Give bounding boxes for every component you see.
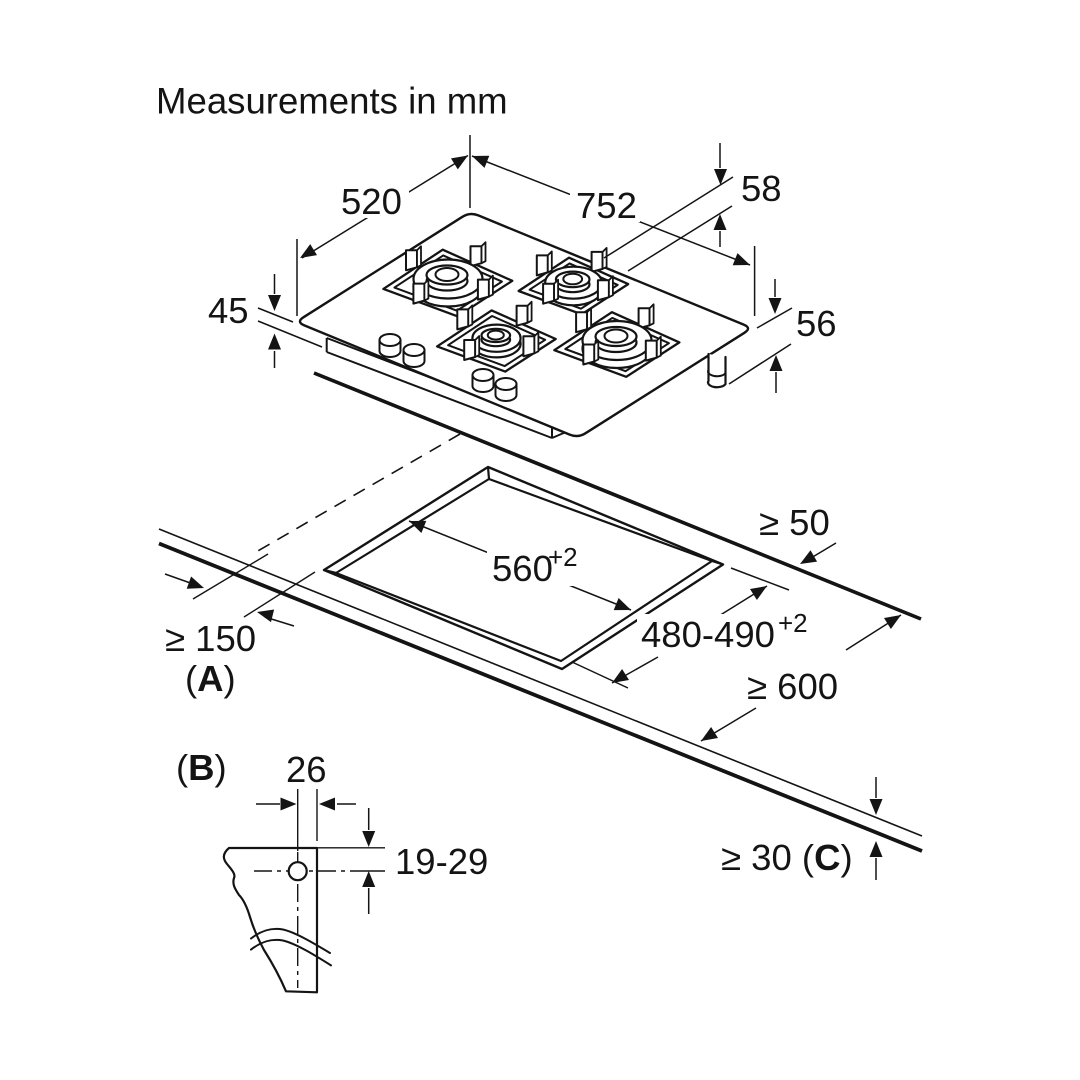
svg-text:≥ 600: ≥ 600	[747, 666, 838, 707]
svg-text:480-490: 480-490	[641, 614, 775, 655]
svg-text:58: 58	[741, 168, 782, 209]
svg-text:≥ 150: ≥ 150	[165, 618, 256, 659]
svg-text:+2: +2	[548, 542, 578, 572]
svg-text:19-29: 19-29	[395, 841, 488, 882]
svg-text:≥ 50: ≥ 50	[759, 502, 830, 543]
svg-text:≥ 30 (C): ≥ 30 (C)	[721, 837, 853, 878]
svg-text:752: 752	[576, 185, 637, 226]
svg-text:45: 45	[208, 290, 249, 331]
svg-text:26: 26	[286, 749, 327, 790]
svg-text:(B): (B)	[176, 747, 227, 788]
svg-text:560: 560	[492, 548, 553, 589]
svg-text:(A): (A)	[185, 658, 236, 699]
svg-text:520: 520	[341, 181, 402, 222]
svg-text:+2: +2	[778, 608, 808, 638]
svg-text:Measurements in mm: Measurements in mm	[156, 81, 508, 122]
svg-text:56: 56	[796, 303, 837, 344]
